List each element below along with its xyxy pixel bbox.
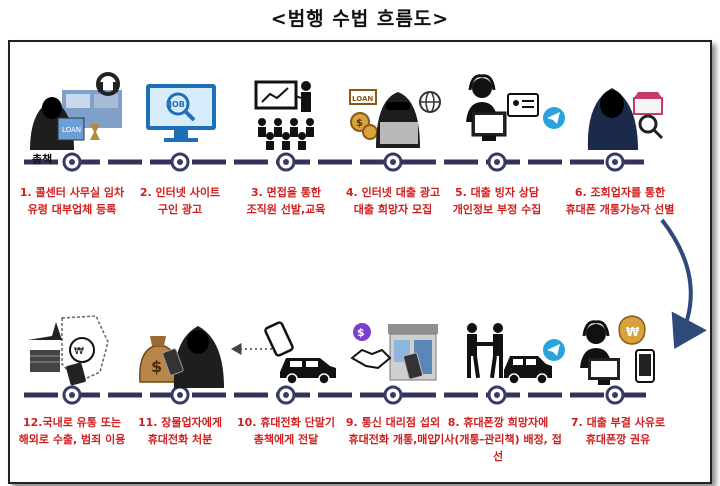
moneybag-hacker-icon: $: [139, 326, 224, 388]
flow-diagram-frame: LOAN 총책 JOB LOAN $: [8, 40, 712, 484]
timeline-node-11: [170, 385, 190, 405]
job-monitor-icon: JOB: [146, 84, 216, 142]
timeline-node-9: [383, 385, 403, 405]
timeline-node-7: [605, 385, 625, 405]
telegram-icon: [543, 107, 565, 129]
svg-text:LOAN: LOAN: [352, 95, 373, 103]
phone-car-icon: [264, 321, 336, 384]
svg-text:$: $: [356, 118, 363, 129]
timeline-node-8: [487, 385, 507, 405]
svg-text:$: $: [151, 357, 162, 376]
page-title: <범행 수법 흐름도>: [270, 8, 450, 30]
timeline-node-6: [605, 152, 625, 172]
handshake-car-icon: [467, 323, 552, 385]
presentation-audience-icon: [254, 80, 314, 150]
timeline-node-2: [170, 152, 190, 172]
timeline-node-5: [487, 152, 507, 172]
export-map-icon: ₩: [28, 315, 109, 386]
telegram-icon: [543, 339, 565, 361]
svg-text:$: $: [357, 326, 365, 339]
svg-text:LOAN: LOAN: [62, 126, 81, 134]
svg-text:₩: ₩: [74, 346, 84, 357]
loan-ad-laptop-icon: LOAN $: [349, 89, 441, 148]
curve-arrow-connector: [660, 218, 707, 350]
timeline-node-10: [276, 385, 296, 405]
timeline-node-12: [62, 385, 82, 405]
store-handshake-icon: $: [350, 323, 438, 381]
timeline-node-4: [383, 152, 403, 172]
hooded-search-icon: [587, 88, 664, 150]
operator-id-icon: [466, 74, 539, 141]
operator-money-phone-icon: ₩: [580, 315, 655, 385]
timeline-node-3: [276, 152, 296, 172]
svg-text:JOB: JOB: [168, 100, 185, 109]
boss-label: 총책: [32, 153, 53, 166]
hacker-callcenter-icon: LOAN: [30, 72, 122, 150]
svg-text:₩: ₩: [626, 325, 640, 339]
timeline-node-1: [62, 152, 82, 172]
